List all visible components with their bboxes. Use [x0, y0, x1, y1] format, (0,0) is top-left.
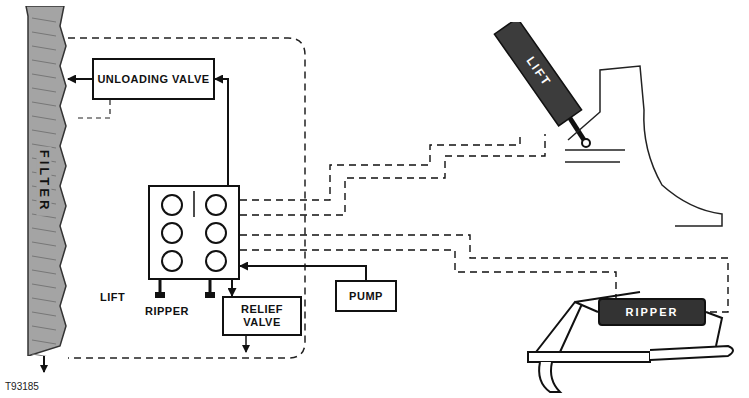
- node-text: LIFT: [100, 291, 125, 304]
- node-text: RIPPER: [145, 305, 189, 318]
- ripper-frame: [528, 352, 650, 362]
- filter-texture: [32, 74, 56, 78]
- blade-outline: [568, 66, 722, 226]
- valve-spools: [150, 187, 238, 278]
- ripper-beam: [650, 346, 733, 360]
- filter-texture: [32, 354, 56, 356]
- filter-texture: [32, 46, 56, 50]
- valve-box: RELIEF VALVE: [222, 296, 302, 336]
- lift-cylinder: LIFT: [492, 22, 588, 134]
- pressure-line: [231, 280, 233, 296]
- filter-texture: [32, 228, 56, 232]
- filter-texture: [32, 340, 56, 344]
- figure-number: T93185: [5, 381, 39, 392]
- valve-box: UNLOADING VALVE: [92, 58, 215, 100]
- filter-texture: [32, 284, 56, 288]
- ripper-shank: [539, 362, 560, 392]
- outlet-arrow: [43, 356, 45, 372]
- node-text: UNLOADING VALVE: [97, 73, 209, 86]
- filter-texture: [32, 270, 56, 274]
- spool-port: [162, 223, 182, 243]
- valve-divider: [193, 191, 195, 217]
- cylinder-barrel: [494, 22, 581, 126]
- filter-texture: [32, 116, 56, 120]
- pump-box: PUMP: [335, 280, 397, 312]
- filter-texture: [32, 18, 56, 22]
- filter-texture: [32, 60, 56, 64]
- spool-port: [206, 223, 226, 243]
- spool-port: [162, 251, 182, 271]
- housing-outline: [68, 38, 305, 358]
- cylinder-bracket: [706, 312, 722, 346]
- hose-line: [240, 134, 520, 200]
- filter-texture: [32, 242, 56, 246]
- filter-texture: [32, 326, 56, 330]
- spool-port: [206, 195, 226, 215]
- spool-port: [162, 195, 182, 215]
- lever-stem: [209, 280, 212, 294]
- node-text: RIPPER: [626, 306, 679, 319]
- lever-knob: [205, 292, 215, 298]
- filter-texture: [32, 32, 56, 36]
- pivot-pin: [582, 139, 590, 147]
- pressure-line: [240, 266, 366, 280]
- filter-texture: [32, 312, 56, 316]
- filter-texture: [32, 88, 56, 92]
- spool-port: [206, 251, 226, 271]
- lever-stem: [159, 280, 162, 294]
- lever-knob: [155, 292, 165, 298]
- ripper-cylinder: RIPPER: [598, 298, 706, 326]
- filter-texture: [32, 130, 56, 134]
- push-beam: [565, 150, 625, 162]
- control-valve: LIFTRIPPER: [148, 185, 240, 280]
- node-text: RELIEF VALVE: [224, 303, 300, 328]
- hose-line: [240, 134, 545, 215]
- node-text: PUMP: [349, 290, 383, 303]
- filter-body: [26, 6, 66, 356]
- outlet-arrow: [245, 336, 247, 352]
- filter-texture: [32, 298, 56, 302]
- node-text: FILTER: [37, 147, 52, 216]
- filter-element: FILTER: [20, 6, 68, 356]
- pilot-line: [76, 100, 110, 118]
- hose-line: [240, 250, 616, 298]
- filter-texture: [32, 256, 56, 260]
- pressure-line: [215, 79, 228, 185]
- pressure-line: [68, 78, 92, 80]
- filter-texture: [32, 102, 56, 106]
